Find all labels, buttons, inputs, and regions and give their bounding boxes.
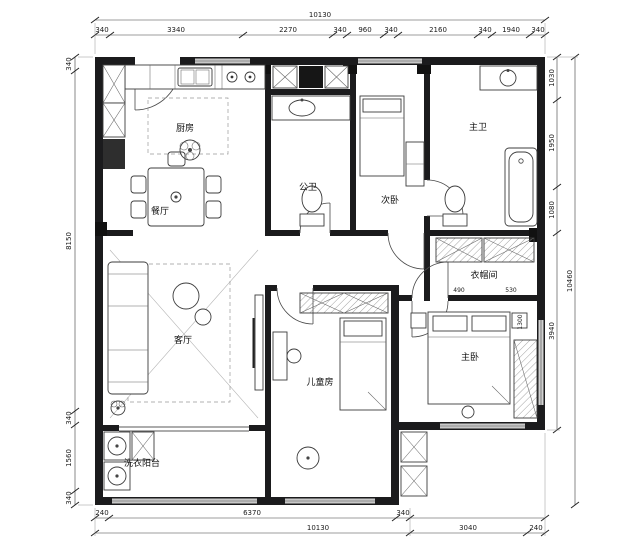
dim-label: 1080	[548, 201, 556, 219]
dimension-left: 340 8150 340 1560 340	[65, 53, 93, 509]
dim-label: 340	[65, 57, 73, 70]
desk-chair	[286, 348, 302, 364]
room-label-master-bedroom: 主卧	[461, 351, 479, 363]
closet-furniture: 490 530	[435, 237, 535, 294]
room-label-public-bath: 公卫	[299, 182, 317, 193]
dim-label: 2160	[429, 26, 447, 34]
second-bedroom-furniture	[359, 95, 425, 187]
toilet-bowl	[301, 185, 323, 213]
centerpiece	[170, 191, 182, 203]
chair	[205, 200, 222, 219]
chair	[130, 200, 147, 219]
dim-label: 10130	[309, 11, 331, 19]
bed	[427, 311, 511, 405]
dim-label: 340	[531, 26, 544, 34]
master-bedroom-furniture: 1300	[410, 311, 538, 419]
dim-label: 2270	[279, 26, 297, 34]
dim-label: 3340	[167, 26, 185, 34]
dim-label: 3040	[459, 524, 477, 532]
wardrobe	[299, 292, 389, 314]
chair	[167, 151, 186, 167]
room-label-dining: 餐厅	[151, 205, 169, 217]
dim-label: 1940	[502, 26, 520, 34]
nightstand	[410, 312, 427, 329]
dim-label: 6370	[243, 509, 261, 517]
side-table	[194, 308, 212, 326]
master-bath-fixtures	[442, 65, 538, 227]
stove-burner	[226, 71, 238, 83]
room-label-second-bedroom: 次卧	[381, 194, 399, 206]
tv-cabinet	[254, 294, 264, 391]
dim-label: 530	[505, 287, 517, 294]
room-label-master-bath: 主卫	[469, 121, 487, 133]
dining-furniture	[130, 151, 222, 227]
dim-label: 340	[384, 26, 397, 34]
room-label-living: 客厅	[174, 334, 192, 346]
stool	[461, 405, 475, 419]
vanity	[271, 95, 351, 121]
toilet-tank	[442, 213, 468, 227]
bathtub	[504, 147, 538, 227]
fridge	[103, 139, 125, 169]
ac-platform	[400, 431, 428, 497]
dimension-top: 10130 340 3340 2270 340 960 340 2160 340…	[90, 11, 550, 54]
dimension-right: 1030 1950 1080 3940 10460	[547, 53, 580, 509]
dim-label: 240	[95, 509, 108, 517]
dim-label: 340	[478, 26, 491, 34]
room-label-laundry-balcony: 洗衣阳台	[124, 457, 160, 469]
dim-label: 490	[453, 287, 465, 294]
dim-label: 1030	[548, 69, 556, 87]
room-label-kitchen: 厨房	[176, 122, 194, 134]
toilet-tank	[299, 213, 325, 227]
living-furniture	[107, 249, 264, 419]
dim-label: 240	[529, 524, 542, 532]
ceiling-outline	[147, 97, 229, 155]
pillow	[362, 98, 402, 113]
second-bedroom-door	[387, 232, 425, 270]
dim-label: 960	[358, 26, 371, 34]
dim-label: 340	[95, 26, 108, 34]
chair	[130, 175, 147, 194]
laundry-furniture	[103, 431, 155, 491]
plant	[179, 139, 201, 161]
dim-label: 1950	[548, 134, 556, 152]
room-label-closet: 衣帽间	[470, 269, 497, 281]
public-bath-fixtures	[271, 95, 351, 227]
stove-burner	[244, 71, 256, 83]
kitchen-sink	[177, 67, 213, 87]
dim-label: 340	[65, 411, 73, 424]
bed	[359, 95, 405, 177]
toilet-bowl	[444, 185, 466, 213]
kids-room-furniture	[272, 292, 389, 470]
pillow	[432, 315, 468, 332]
dim-label: 340	[396, 509, 409, 517]
room-labels: 厨房 餐厅 公卫 次卧 主卫 衣帽间 客厅 儿童房 主卧 洗衣阳台	[124, 121, 498, 469]
sofa	[107, 261, 149, 395]
bed	[339, 317, 387, 411]
closet-door	[411, 261, 449, 299]
dim-label: 340	[65, 491, 73, 504]
dim-label: 10460	[566, 270, 574, 292]
kitchen-furniture	[102, 64, 349, 169]
dim-label: 3940	[548, 322, 556, 340]
pillow	[343, 320, 383, 337]
dimension-bottom: 240 6370 340 10130 3040 240	[90, 433, 550, 537]
dim-label: 340	[333, 26, 346, 34]
pillow	[471, 315, 507, 332]
dim-label: 10130	[307, 524, 329, 532]
chair	[205, 175, 222, 194]
dim-label: 1300	[517, 314, 524, 329]
dim-label: 1560	[65, 449, 73, 467]
rug	[127, 263, 231, 403]
plant	[110, 400, 126, 416]
desk	[272, 331, 288, 381]
shaft	[299, 66, 323, 88]
nightstand	[511, 312, 528, 329]
dim-label: 8150	[65, 232, 73, 250]
coffee-table	[172, 282, 200, 310]
room-label-kids-room: 儿童房	[306, 376, 333, 388]
windows	[112, 58, 544, 504]
